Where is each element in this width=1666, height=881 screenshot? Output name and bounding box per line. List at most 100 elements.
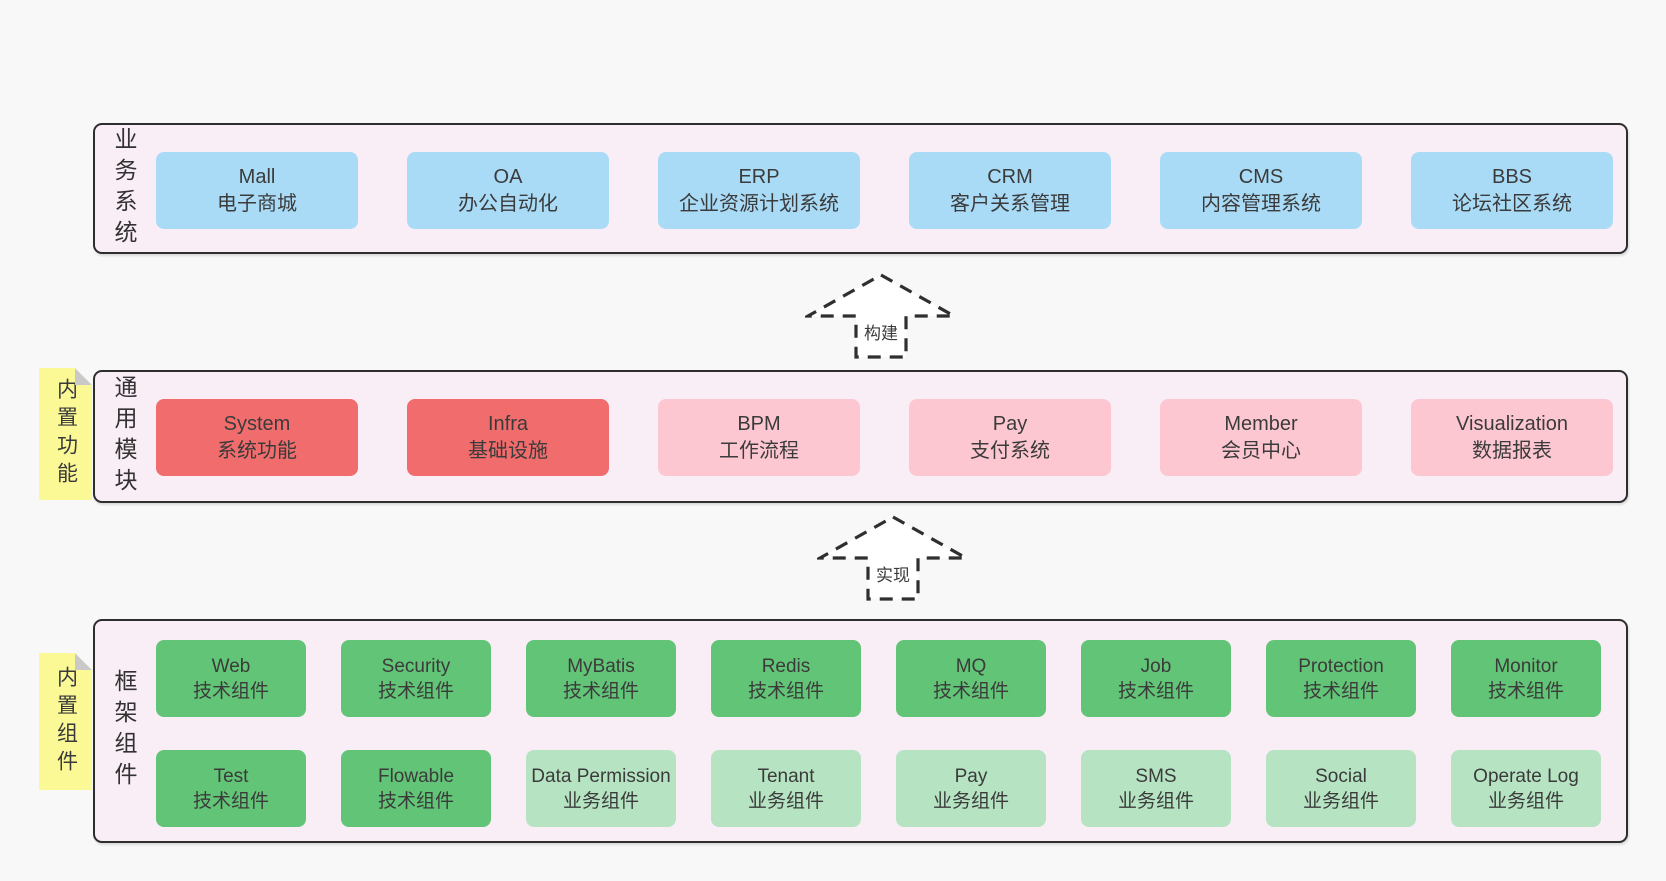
arrow-up-icon (817, 515, 969, 601)
sticky-note-label: 内置功能 (54, 378, 78, 490)
module-name: Visualization (1456, 412, 1568, 435)
module-desc: 系统功能 (217, 439, 297, 462)
module-box-monitor: Monitor 技术组件 (1451, 640, 1601, 717)
module-name: Web (211, 655, 251, 677)
module-desc: 企业资源计划系统 (679, 192, 839, 215)
module-name: MQ (955, 655, 987, 677)
module-name: Job (1140, 655, 1172, 677)
module-box-redis: Redis 技术组件 (711, 640, 861, 717)
module-desc: 客户关系管理 (950, 192, 1070, 215)
module-desc: 技术组件 (1117, 680, 1194, 702)
module-box-security: Security 技术组件 (341, 640, 491, 717)
module-desc: 技术组件 (192, 680, 269, 702)
module-desc: 技术组件 (562, 680, 639, 702)
module-box-bpm: BPM 工作流程 (658, 399, 860, 476)
module-desc: 技术组件 (377, 680, 454, 702)
module-box-pay: Pay 支付系统 (909, 399, 1111, 476)
arrow-build-label: 构建 (861, 317, 901, 345)
module-box-bbs: BBS 论坛社区系统 (1411, 152, 1613, 229)
module-box-member: Member 会员中心 (1160, 399, 1362, 476)
module-desc: 技术组件 (1487, 680, 1564, 702)
module-name: Protection (1298, 655, 1384, 677)
module-desc: 业务组件 (1487, 790, 1564, 812)
module-box-mq: MQ 技术组件 (896, 640, 1046, 717)
module-name: MyBatis (567, 655, 635, 677)
module-box-data-permission: Data Permission 业务组件 (526, 750, 676, 827)
module-desc: 技术组件 (1302, 680, 1379, 702)
module-desc: 数据报表 (1472, 439, 1552, 462)
module-desc: 技术组件 (932, 680, 1009, 702)
module-desc: 技术组件 (192, 790, 269, 812)
module-desc: 业务组件 (1302, 790, 1379, 812)
module-name: Pay (992, 412, 1028, 435)
module-desc: 工作流程 (719, 439, 799, 462)
module-desc: 内容管理系统 (1201, 192, 1321, 215)
module-box-oa: OA 办公自动化 (407, 152, 609, 229)
module-name: SMS (1135, 765, 1177, 787)
module-name: CMS (1238, 165, 1284, 188)
module-name: Flowable (377, 765, 455, 787)
module-desc: 电子商城 (217, 192, 297, 215)
arrow-up-icon (805, 273, 957, 359)
module-box-flowable: Flowable 技术组件 (341, 750, 491, 827)
module-name: Pay (954, 765, 988, 787)
module-desc: 技术组件 (747, 680, 824, 702)
module-box-sms: SMS 业务组件 (1081, 750, 1231, 827)
module-box-erp: ERP 企业资源计划系统 (658, 152, 860, 229)
module-name: ERP (738, 165, 780, 188)
sticky-note-built-in-components: 内置组件 (39, 653, 92, 790)
module-name: Infra (487, 412, 529, 435)
sticky-note-label: 内置组件 (54, 665, 78, 778)
arrow-implement: 实现 (817, 514, 969, 602)
arrow-build: 构建 (805, 272, 957, 360)
module-desc: 技术组件 (377, 790, 454, 812)
module-name: Monitor (1494, 655, 1558, 677)
module-desc: 办公自动化 (458, 192, 558, 215)
module-name: Data Permission (531, 765, 671, 787)
module-name: BBS (1491, 165, 1533, 188)
module-name: Test (213, 765, 249, 787)
module-desc: 论坛社区系统 (1452, 192, 1572, 215)
module-desc: 会员中心 (1221, 439, 1301, 462)
module-name: Social (1315, 765, 1367, 787)
folded-corner-icon (75, 368, 92, 385)
module-box-protection: Protection 技术组件 (1266, 640, 1416, 717)
module-name: Member (1224, 412, 1298, 435)
module-box-tenant: Tenant 业务组件 (711, 750, 861, 827)
band-label-common-modules: 通用模块 (111, 374, 137, 499)
arrow-implement-label: 实现 (873, 559, 913, 587)
module-box-job: Job 技术组件 (1081, 640, 1231, 717)
module-box-mybatis: MyBatis 技术组件 (526, 640, 676, 717)
module-box-test: Test 技术组件 (156, 750, 306, 827)
band-label-framework-components: 框架组件 (111, 669, 137, 793)
module-box-web: Web 技术组件 (156, 640, 306, 717)
module-desc: 支付系统 (970, 439, 1050, 462)
module-desc: 业务组件 (562, 790, 639, 812)
module-name: Redis (761, 655, 811, 677)
module-name: System (223, 412, 291, 435)
sticky-note-built-in-features: 内置功能 (39, 368, 92, 500)
module-name: Security (381, 655, 451, 677)
module-name: Tenant (757, 765, 815, 787)
band-label-business-systems: 业务系统 (111, 126, 137, 251)
module-name: OA (493, 165, 523, 188)
folded-corner-icon (75, 653, 92, 670)
module-name: BPM (737, 412, 781, 435)
module-desc: 业务组件 (1117, 790, 1194, 812)
module-box-social: Social 业务组件 (1266, 750, 1416, 827)
module-box-cms: CMS 内容管理系统 (1160, 152, 1362, 229)
module-desc: 业务组件 (747, 790, 824, 812)
